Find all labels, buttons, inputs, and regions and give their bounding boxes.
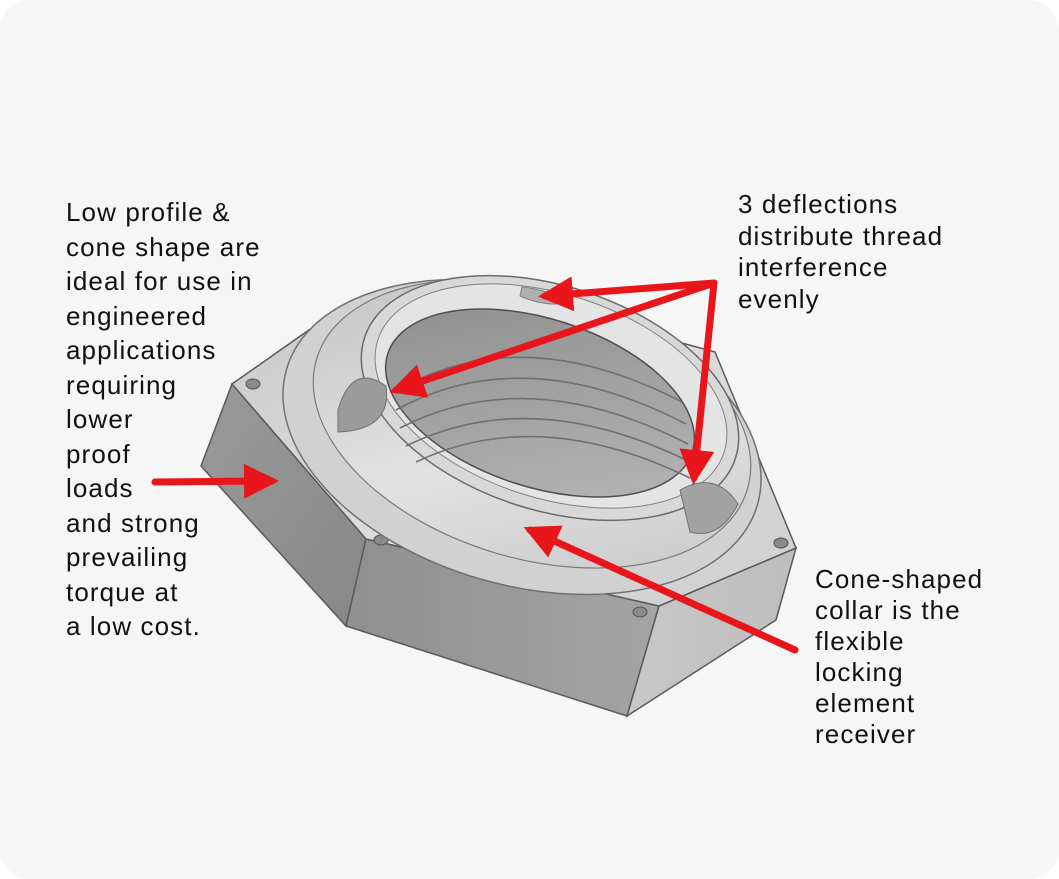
callout-line: flexible	[815, 626, 905, 656]
callout-line: element	[815, 688, 916, 718]
corner-hole	[245, 378, 261, 390]
arrow-to-collar	[523, 525, 799, 654]
callout-line: Low profile &	[66, 197, 231, 227]
corner-hole	[773, 537, 789, 549]
thread-lines	[393, 356, 691, 479]
callout-line: engineered	[66, 300, 208, 331]
deflection-flat	[337, 377, 388, 433]
pointer-arrows	[151, 276, 799, 654]
callout-line: and strong	[66, 507, 200, 538]
arrow-to-top-deflection	[538, 276, 718, 312]
callout-line: Cone-shaped	[815, 564, 984, 594]
callout-line: cone shape are	[66, 231, 261, 262]
callout-line: 3 deflections	[738, 189, 899, 219]
callout-line: lower	[66, 404, 134, 434]
callout-line: distribute thread	[738, 220, 944, 251]
callout-line: ideal for use in	[66, 266, 253, 296]
callout-line: locking	[815, 657, 904, 687]
corner-hole	[632, 606, 648, 618]
callout-line: applications	[66, 335, 217, 365]
arrow-left-to-face	[151, 463, 279, 499]
hex-nut-body	[200, 274, 798, 718]
callout-line: proof	[66, 438, 131, 469]
callout-line: evenly	[738, 283, 820, 314]
callout-line: a low cost.	[66, 611, 201, 641]
arrow-to-left-deflection	[389, 279, 718, 398]
callout-line: requiring	[66, 369, 178, 400]
callout-line: torque at	[66, 576, 179, 607]
callout-line: receiver	[815, 719, 917, 749]
callout-line: loads	[66, 473, 134, 503]
arrow-to-right-deflection	[679, 279, 718, 485]
callout-line: interference	[738, 252, 889, 282]
callout-line: prevailing	[66, 542, 189, 572]
callout-low-profile: Low profile & cone shape are ideal for use…	[66, 195, 261, 644]
callout-line: collar is the	[815, 595, 961, 625]
